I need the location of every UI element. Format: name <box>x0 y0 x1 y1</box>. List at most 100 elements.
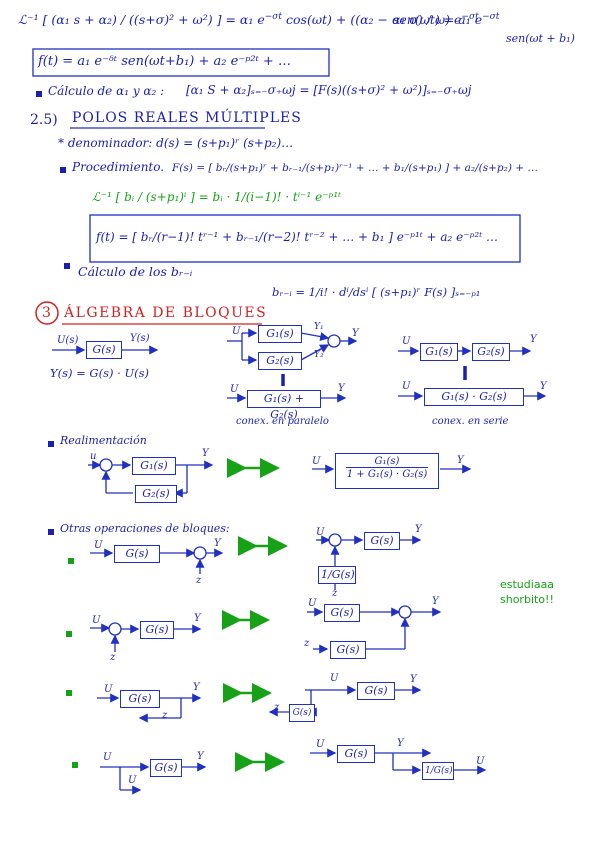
r3b-u: U <box>330 673 339 684</box>
eq-top-lhs: ℒ⁻¹ [ (α₁ s + α₂) / ((s+σ)² + ω²) ] = α₁… <box>18 12 265 28</box>
feedback-y: Y <box>202 448 209 459</box>
parallel-y1: Y₁ <box>314 322 324 332</box>
feedback-label: Realimentación <box>60 434 147 447</box>
basic-u: U(s) <box>57 335 79 346</box>
parallel-y: Y <box>352 328 359 339</box>
parallel-y2: Y₂ <box>314 350 324 360</box>
r1-y: Y <box>214 538 221 549</box>
series-g1-block: G₁(s) <box>420 343 458 361</box>
r4b-g-block: G(s) <box>337 745 375 763</box>
otras-label: Otras operaciones de bloques: <box>60 522 230 535</box>
r4-u: U <box>103 752 112 763</box>
bullet <box>48 529 54 535</box>
eq-top-exp2: −σt <box>461 12 479 22</box>
inverse-laplace: ℒ⁻¹ [ bᵢ / (s+p₁)ⁱ ] = bᵢ · 1/(i−1)! · t… <box>92 190 342 204</box>
series-y: Y <box>530 334 537 345</box>
eq-top-exp3: −σt <box>482 12 500 22</box>
series-g2-block: G₂(s) <box>472 343 510 361</box>
r1-u: U <box>94 540 103 551</box>
basic-g-block: G(s) <box>86 341 122 359</box>
parallel-sum-block: G₁(s) + G₂(s) <box>247 390 321 421</box>
r1b-invg-block: 1/G(s) <box>318 566 356 584</box>
r4-u2: U <box>128 775 137 786</box>
eq-top: ℒ⁻¹ [ (α₁ s + α₂) / ((s+σ)² + ω²) ] = α₁… <box>18 12 479 27</box>
series-u2: U <box>402 381 411 392</box>
series-y2: Y <box>540 381 547 392</box>
green-bullet <box>68 558 74 564</box>
r2b-y: Y <box>432 596 439 607</box>
series-caption: conex. en serie <box>432 416 509 427</box>
feedback-g2-block: G₂(s) <box>135 485 177 503</box>
r4b-u2: U <box>476 756 485 767</box>
boxed-ft: f(t) = a₁ e⁻ᵟᵗ sen(ωt+b₁) + a₂ e⁻ᵖ²ᵗ + … <box>38 54 291 69</box>
series-prod-block: G₁(s) · G₂(s) <box>424 388 524 406</box>
parallel-u2: U <box>230 384 239 395</box>
feedback-tf-block: G₁(s) 1 + G₁(s) · G₂(s) <box>335 453 439 489</box>
r3-y: Y <box>193 682 200 693</box>
eq-top-rhs2: sen(ωt + b₁) <box>506 32 575 45</box>
r2-u: U <box>92 615 101 626</box>
calc-alpha-label: Cálculo de α₁ y α₂ : <box>48 84 165 98</box>
bullet <box>64 263 70 269</box>
basic-y: Y(s) <box>130 333 150 344</box>
boxed-ft-frame <box>32 48 330 77</box>
bullet <box>48 441 54 447</box>
r3-z: z <box>162 710 168 721</box>
r2b-z: z <box>304 638 310 649</box>
procedimiento-label: Procedimiento. <box>72 160 165 174</box>
parallel-u: U <box>232 326 241 337</box>
r3b-y: Y <box>410 674 417 685</box>
r2-z: z <box>110 652 116 663</box>
r2b-g-block: G(s) <box>324 604 360 622</box>
r2b-g2-block: G(s) <box>330 641 366 659</box>
r3b-g2-block: G(s) <box>289 704 315 722</box>
parallel-y3: Y <box>338 383 345 394</box>
green-bullet <box>72 762 78 768</box>
r2-g-block: G(s) <box>140 621 174 639</box>
feedback-g1-block: G₁(s) <box>132 457 176 475</box>
r3b-z: z <box>274 702 280 713</box>
note-line1: estudiaaa <box>500 578 555 591</box>
section-3-title: ÁLGEBRA DE BLOQUES <box>64 305 268 321</box>
r3-g-block: G(s) <box>120 690 160 708</box>
green-bullet <box>66 690 72 696</box>
green-bullet <box>66 631 72 637</box>
boxed-ft-multiple: f(t) = [ bᵣ/(r−1)! tʳ⁻¹ + bᵣ₋₁/(r−2)! tʳ… <box>96 230 498 244</box>
feedback-u2: U <box>312 456 321 467</box>
section-3-number: 3 <box>42 305 51 321</box>
r4-y: Y <box>197 751 204 762</box>
feedback-u: u <box>90 451 97 462</box>
eq-top-exp1: −σt <box>264 12 283 22</box>
r1b-u: U <box>316 527 325 538</box>
eq-top-right: sen(ωt) = a₁ e−σt <box>393 12 499 27</box>
section-25-number: 2.5) <box>30 112 58 128</box>
r1b-g-block: G(s) <box>364 532 400 550</box>
parallel-g1-block: G₁(s) <box>258 325 302 343</box>
series-u: U <box>402 336 411 347</box>
parallel-caption: conex. en paralelo <box>236 416 329 427</box>
r4b-invg-block: 1/G(s) <box>422 762 454 780</box>
r2-y: Y <box>194 613 201 624</box>
feedback-den: 1 + G₁(s) · G₂(s) <box>346 469 428 480</box>
denominador: * denominador: d(s) = (s+p₁)ʳ (s+p₂)… <box>58 136 294 150</box>
r2b-u: U <box>308 598 317 609</box>
calc-b-expr: bᵣ₋ᵢ = 1/i! · dⁱ/dsⁱ [ (s+p₁)ʳ F(s) ]ₛ₌₋… <box>272 285 481 299</box>
feedback-y2: Y <box>457 455 464 466</box>
r4b-u: U <box>316 739 325 750</box>
r4-g-block: G(s) <box>150 759 182 777</box>
r1-z: z <box>196 575 202 586</box>
calc-alpha-expr: [α₁ S + α₂]ₛ₌₋σ₊ωj = [F(s)((s+σ)² + ω²)]… <box>186 83 472 97</box>
note-line2: shorbito!! <box>500 593 554 606</box>
r4b-y: Y <box>397 738 404 749</box>
r3b-g-block: G(s) <box>357 682 395 700</box>
basic-eq: Y(s) = G(s) · U(s) <box>50 366 150 380</box>
bullet <box>36 91 42 97</box>
eq-top-mid: cos(ωt) + ((α₂ − α₁ σ) / ω) e <box>286 12 462 28</box>
boxed-ft-multiple-frame <box>89 214 521 263</box>
r1-g-block: G(s) <box>114 545 160 563</box>
r1b-z: z <box>332 588 338 599</box>
section-25-title: POLOS REALES MÚLTIPLES <box>72 110 302 126</box>
procedimiento-expr: F(s) = [ bᵣ/(s+p₁)ʳ + bᵣ₋₁/(s+p₁)ʳ⁻¹ + …… <box>172 162 538 174</box>
